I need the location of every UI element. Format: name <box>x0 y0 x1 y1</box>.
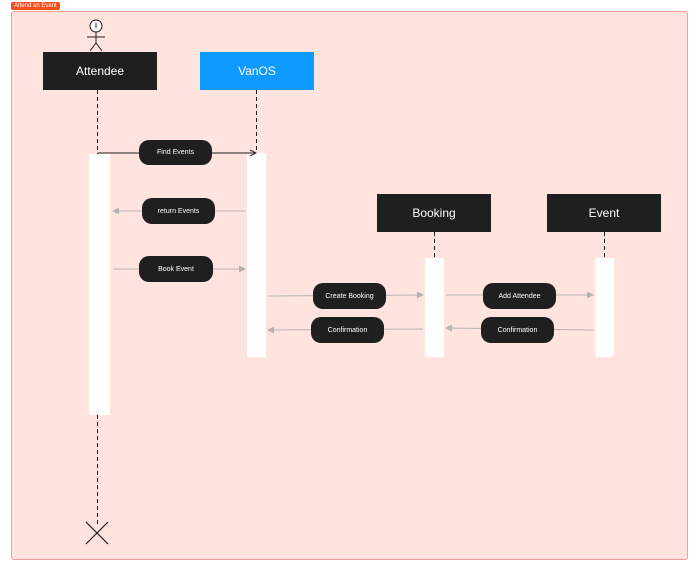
participant-label: Booking <box>412 206 456 220</box>
participant-label: Event <box>588 206 620 220</box>
message-confirmation-booking[interactable]: Confirmation <box>481 317 554 343</box>
participant-vanos[interactable]: VanOS <box>200 52 314 90</box>
frame-tag[interactable]: Attend an Event <box>11 2 60 10</box>
lifelines <box>97 90 605 525</box>
participant-label: Attendee <box>75 64 125 78</box>
x-icon <box>85 521 109 545</box>
person-icon <box>87 19 105 52</box>
message-return-events[interactable]: return Events <box>142 198 215 224</box>
message-book-event[interactable]: Book Event <box>139 256 213 282</box>
message-find-events[interactable]: Find Events <box>139 140 212 165</box>
message-create-booking[interactable]: Create Booking <box>313 283 386 309</box>
activation-bar-vanos <box>247 153 266 357</box>
participant-event[interactable]: Event <box>547 194 661 232</box>
message-confirmation-vanos[interactable]: Confirmation <box>311 317 384 343</box>
activation-bar-booking <box>425 258 444 357</box>
activation-bar-attendee <box>89 154 110 415</box>
participant-booking[interactable]: Booking <box>377 194 491 232</box>
activation-bar-event <box>595 258 614 357</box>
message-add-attendee[interactable]: Add Attendee <box>483 283 556 309</box>
participant-label: VanOS <box>238 64 276 78</box>
participant-attendee[interactable]: Attendee <box>43 52 157 90</box>
